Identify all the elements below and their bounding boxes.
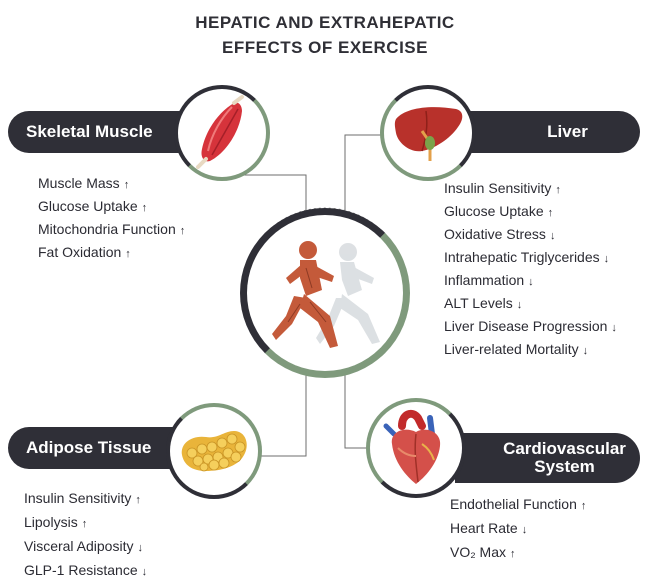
list-item: Fat Oxidation↑ xyxy=(38,243,131,263)
running-figure-icon xyxy=(272,241,380,348)
list-item: Visceral Adiposity↓ xyxy=(24,537,143,557)
list-item-text: Liver Disease Progression xyxy=(444,318,608,334)
heart-icon xyxy=(383,409,441,484)
cardiovascular-banner: Cardiovascular System xyxy=(455,433,640,483)
arrow-icon: ↓ xyxy=(611,322,617,334)
list-item: ALT Levels↓ xyxy=(444,294,522,314)
list-item: VO₂ Max ↑ xyxy=(450,543,516,563)
list-item-text: Mitochondria Function xyxy=(38,221,176,237)
list-item: Inflammation↓ xyxy=(444,271,534,291)
arrow-icon: ↓ xyxy=(516,299,523,311)
list-item: Endothelial Function↑ xyxy=(450,495,586,515)
list-item: Oxidative Stress↓ xyxy=(444,225,555,245)
arrow-icon: ↑ xyxy=(510,548,516,560)
list-item: Glucose Uptake↑ xyxy=(38,197,147,217)
list-item-text: Insulin Sensitivity xyxy=(24,490,132,506)
liver-icon xyxy=(394,107,463,161)
list-item-text: Lipolysis xyxy=(24,514,78,530)
adipose-label: Adipose Tissue xyxy=(26,438,152,457)
list-item: Liver-related Mortality↓ xyxy=(444,340,588,360)
list-item-text: Visceral Adiposity xyxy=(24,538,134,554)
cardiovascular-label-line-2: System xyxy=(534,457,595,476)
title-line-1: HEPATIC AND EXTRAHEPATIC xyxy=(195,13,455,32)
list-item-text: VO₂ Max xyxy=(450,544,506,560)
adipose-circle xyxy=(172,409,256,493)
list-item: Intrahepatic Triglycerides↓ xyxy=(444,248,609,268)
liver-circle xyxy=(386,91,470,175)
arrow-icon: ↑ xyxy=(123,179,130,191)
liver-banner: Liver xyxy=(455,111,640,153)
liver-label: Liver xyxy=(547,122,588,141)
list-item: Mitochondria Function↑ xyxy=(38,220,185,240)
arrow-icon: ↓ xyxy=(521,524,528,536)
fat-tissue-icon xyxy=(181,431,247,472)
arrow-icon: ↑ xyxy=(81,518,88,530)
list-item: Insulin Sensitivity↑ xyxy=(24,489,141,509)
arrow-icon: ↑ xyxy=(135,494,141,506)
list-item: Glucose Uptake↑ xyxy=(444,202,553,222)
list-item-text: Muscle Mass xyxy=(38,175,120,191)
list-item-text: Inflammation xyxy=(444,272,525,288)
arrow-icon: ↑ xyxy=(141,202,148,214)
arrow-icon: ↓ xyxy=(549,230,556,242)
arrow-icon: ↓ xyxy=(141,566,148,578)
list-item-text: GLP-1 Resistance xyxy=(24,562,138,578)
arrow-icon: ↑ xyxy=(555,184,561,196)
arrow-icon: ↑ xyxy=(125,248,131,260)
list-item: Lipolysis↑ xyxy=(24,513,87,533)
arrow-icon: ↑ xyxy=(179,225,186,237)
list-item: Liver Disease Progression↓ xyxy=(444,317,617,337)
list-item-text: Glucose Uptake xyxy=(38,198,138,214)
arrow-icon: ↑ xyxy=(547,207,554,219)
list-item-text: Oxidative Stress xyxy=(444,226,546,242)
list-item-text: Fat Oxidation xyxy=(38,244,122,260)
muscle-icon xyxy=(196,95,244,169)
arrow-icon: ↓ xyxy=(137,542,143,554)
cardiovascular-circle xyxy=(372,404,460,492)
list-item: GLP-1 Resistance↓ xyxy=(24,561,147,581)
list-item-text: Endothelial Function xyxy=(450,496,577,512)
list-item-text: Liver-related Mortality xyxy=(444,341,579,357)
list-item-text: Insulin Sensitivity xyxy=(444,180,552,196)
list-item-text: Intrahepatic Triglycerides xyxy=(444,249,600,265)
arrow-icon: ↓ xyxy=(603,253,610,265)
center-circle xyxy=(250,218,400,368)
cardiovascular-label-line-1: Cardiovascular xyxy=(503,439,626,458)
list-item-text: Heart Rate xyxy=(450,520,518,536)
title-line-2: EFFECTS OF EXERCISE xyxy=(222,38,428,57)
skeletal-muscle-circle xyxy=(180,91,264,175)
list-item-text: Glucose Uptake xyxy=(444,203,544,219)
arrow-icon: ↑ xyxy=(580,500,587,512)
arrow-icon: ↓ xyxy=(528,276,534,288)
list-item-text: ALT Levels xyxy=(444,295,513,311)
diagram-title: HEPATIC AND EXTRAHEPATIC EFFECTS OF EXER… xyxy=(0,10,650,60)
skeletal-muscle-label: Skeletal Muscle xyxy=(26,122,153,141)
list-item: Heart Rate↓ xyxy=(450,519,527,539)
list-item: Muscle Mass↑ xyxy=(38,174,129,194)
arrow-icon: ↓ xyxy=(582,345,589,357)
list-item: Insulin Sensitivity↑ xyxy=(444,179,561,199)
